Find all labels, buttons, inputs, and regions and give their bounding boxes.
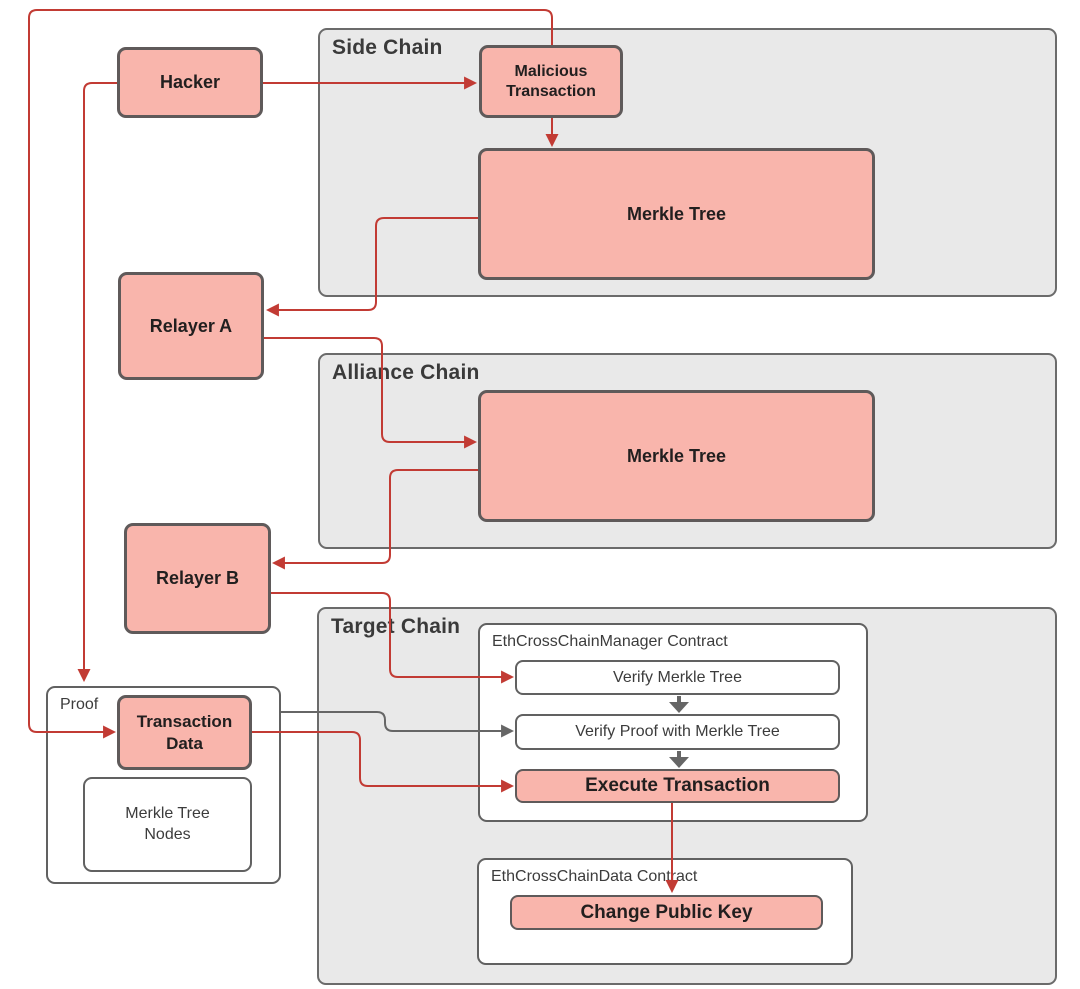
target-chain-title: Target Chain bbox=[331, 615, 461, 638]
node-side-merkle-tree: Merkle Tree bbox=[478, 148, 875, 280]
data-contract-label: EthCrossChainData Contract bbox=[491, 868, 698, 885]
merkle-tree-nodes-label: Merkle Tree Nodes bbox=[125, 804, 210, 843]
node-relayer-a: Relayer A bbox=[118, 272, 264, 380]
execute-transaction-label: Execute Transaction bbox=[585, 775, 770, 796]
verify-proof-label: Verify Proof with Merkle Tree bbox=[575, 723, 780, 740]
node-execute-transaction: Execute Transaction bbox=[515, 769, 840, 803]
malicious-transaction-label: Malicious Transaction bbox=[506, 62, 596, 100]
proof-label: Proof bbox=[60, 696, 99, 713]
edge-hacker-to-proof bbox=[77, 82, 117, 683]
node-change-public-key: Change Public Key bbox=[510, 895, 823, 930]
node-verify-proof: Verify Proof with Merkle Tree bbox=[515, 714, 840, 750]
relayer-b-label: Relayer B bbox=[155, 568, 240, 588]
alliance-chain-title: Alliance Chain bbox=[332, 361, 480, 384]
node-relayer-b: Relayer B bbox=[124, 523, 271, 634]
transaction-data-label: Transaction Data bbox=[136, 712, 233, 753]
node-hacker: Hacker bbox=[117, 47, 263, 118]
alliance-merkle-tree-label: Merkle Tree bbox=[626, 445, 727, 466]
manager-contract-label: EthCrossChainManager Contract bbox=[492, 633, 728, 650]
node-verify-merkle-tree: Verify Merkle Tree bbox=[515, 660, 840, 695]
relayer-a-label: Relayer A bbox=[149, 315, 233, 336]
side-merkle-tree-label: Merkle Tree bbox=[626, 203, 727, 224]
hacker-label: Hacker bbox=[159, 72, 221, 92]
side-chain-title: Side Chain bbox=[332, 36, 443, 59]
node-alliance-merkle-tree: Merkle Tree bbox=[478, 390, 875, 522]
node-transaction-data: Transaction Data bbox=[117, 695, 252, 770]
verify-merkle-tree-label: Verify Merkle Tree bbox=[613, 668, 742, 686]
change-public-key-label: Change Public Key bbox=[580, 901, 753, 923]
node-merkle-tree-nodes: Merkle Tree Nodes bbox=[83, 777, 252, 872]
node-malicious-transaction: Malicious Transaction bbox=[479, 45, 623, 118]
